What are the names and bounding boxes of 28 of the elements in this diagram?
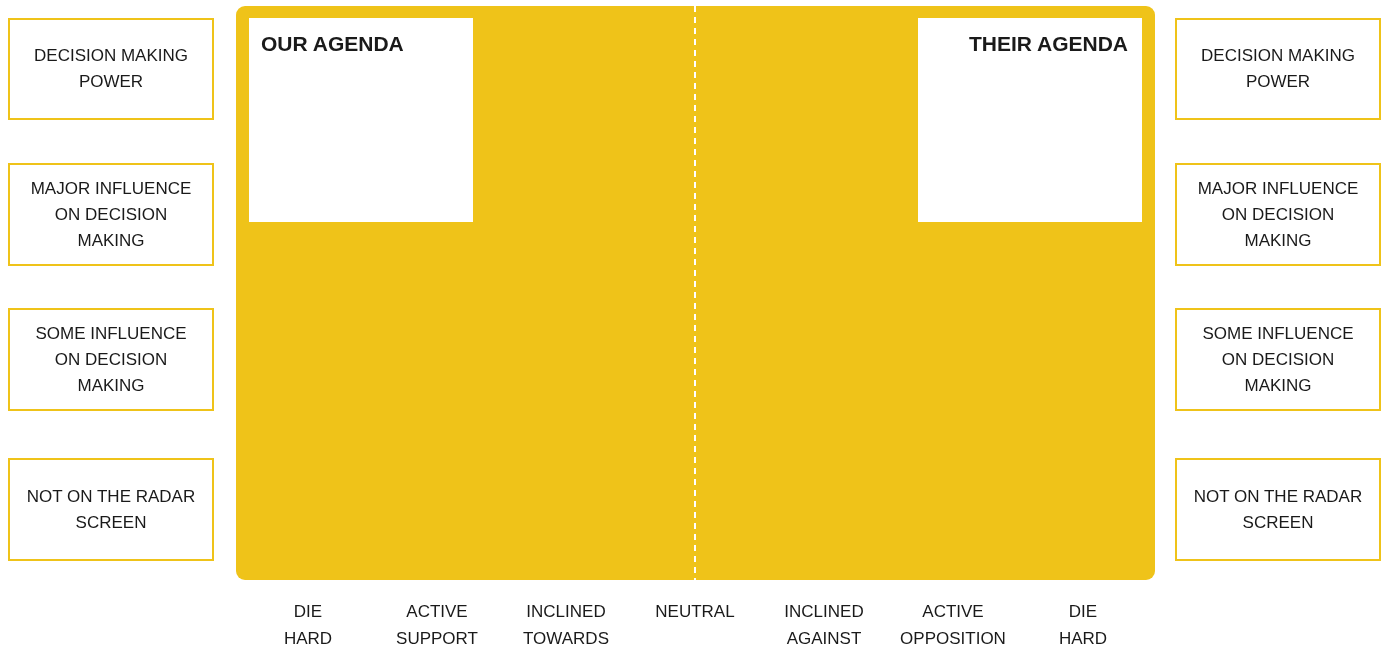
axis-label: INCLINED AGAINST bbox=[784, 601, 864, 650]
level-label: MAJOR INFLUENCE ON DECISION MAKING bbox=[29, 177, 193, 252]
board-panel bbox=[236, 6, 1155, 580]
level-label: MAJOR INFLUENCE ON DECISION MAKING bbox=[1196, 177, 1360, 252]
influence-level-box bbox=[8, 308, 214, 411]
agenda-heading: THEIR AGENDA bbox=[968, 32, 1128, 56]
axis-label: DIE HARD bbox=[283, 601, 333, 650]
influence-level-box bbox=[1175, 458, 1381, 561]
influence-level-box bbox=[1175, 163, 1381, 266]
influence-level-box bbox=[1175, 308, 1381, 411]
axis-label: DIE HARD bbox=[1058, 601, 1108, 650]
level-label: NOT ON THE RADAR SCREEN bbox=[25, 485, 197, 534]
axis-label: ACTIVE SUPPORT bbox=[396, 601, 478, 650]
influence-level-box bbox=[1175, 18, 1381, 120]
level-label: SOME INFLUENCE ON DECISION MAKING bbox=[34, 322, 188, 397]
axis-label: ACTIVE OPPOSITION bbox=[900, 601, 1006, 650]
axis-label: INCLINED TOWARDS bbox=[523, 601, 609, 650]
axis-label: NEUTRAL bbox=[655, 601, 735, 623]
level-label: DECISION MAKING POWER bbox=[1200, 45, 1356, 93]
level-label: SOME INFLUENCE ON DECISION MAKING bbox=[1201, 322, 1355, 397]
level-label: DECISION MAKING POWER bbox=[33, 45, 189, 93]
influence-level-box bbox=[8, 18, 214, 120]
influence-level-box bbox=[8, 163, 214, 266]
level-label: NOT ON THE RADAR SCREEN bbox=[1192, 485, 1364, 534]
agenda-heading: OUR AGENDA bbox=[261, 32, 404, 56]
influence-level-box bbox=[8, 458, 214, 561]
agenda-card bbox=[249, 18, 473, 222]
agenda-card bbox=[918, 18, 1142, 222]
